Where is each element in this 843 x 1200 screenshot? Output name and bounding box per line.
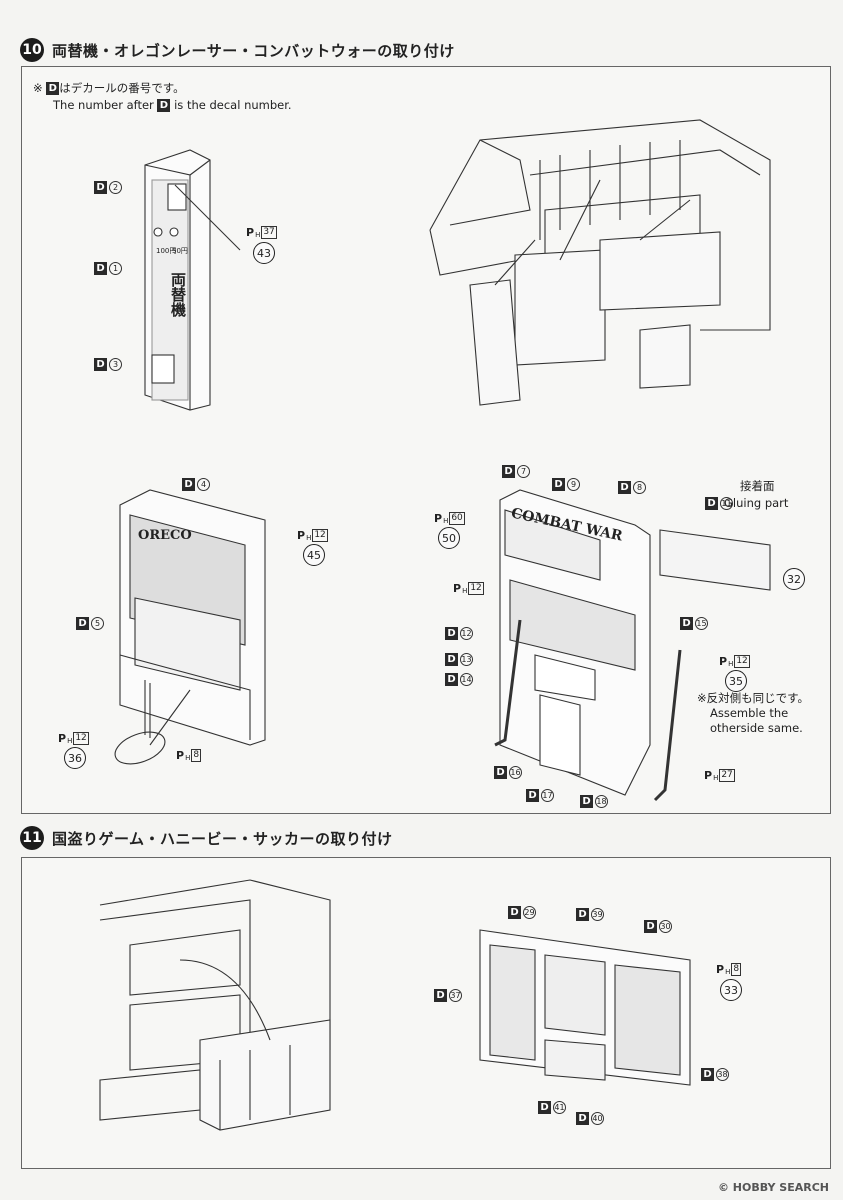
decal-letter-icon: D — [157, 99, 171, 112]
part-number-45: 45 — [303, 544, 325, 566]
racer-logo: ORECO — [138, 528, 192, 543]
step-title: 両替機・オレゴンレーサー・コンバットウォーの取り付け — [52, 41, 455, 60]
decal-letter-icon: D — [46, 82, 60, 95]
part-number-33: 33 — [720, 979, 742, 1001]
step-number: 11 — [20, 826, 44, 850]
note-en-before: The number after — [53, 98, 154, 112]
step-11-panel — [21, 857, 831, 1169]
step-10-header: 10 両替機・オレゴンレーサー・コンバットウォーの取り付け — [20, 38, 455, 62]
gluing-jp: 接着面 — [740, 479, 775, 493]
arcade-row-drawing — [479, 929, 691, 1086]
changer-machine-drawing — [144, 149, 241, 411]
racer-cabinet-drawing — [114, 489, 266, 765]
watermark: © HOBBY SEARCH — [717, 1181, 829, 1194]
note-prefix: ※ — [33, 81, 43, 95]
part-number-50: 50 — [438, 527, 460, 549]
gluing-en: Gluing part — [724, 496, 789, 510]
otherside-jp: ※反対側も同じです。 — [697, 691, 809, 705]
truck-drawing-1 — [429, 119, 771, 406]
changer-name: 両替機 — [169, 272, 187, 317]
step-title: 国盗りゲーム・ハニービー・サッカーの取り付け — [52, 829, 393, 848]
step-11-header: 11 国盗りゲーム・ハニービー・サッカーの取り付け — [20, 826, 393, 850]
changer-price-2: 50円 — [172, 247, 188, 255]
part-number-36: 36 — [64, 747, 86, 769]
otherside-en-2: otherside same. — [710, 721, 803, 735]
changer-price-1: 100円 — [156, 247, 177, 255]
step-number: 10 — [20, 38, 44, 62]
combat-cabinet-drawing — [494, 489, 771, 802]
part-number-32: 32 — [783, 568, 805, 590]
part-number-35: 35 — [725, 670, 747, 692]
part-number-43: 43 — [253, 242, 275, 264]
note-en-after: is the decal number. — [174, 98, 292, 112]
truck-drawing-2 — [99, 879, 331, 1131]
otherside-en-1: Assemble the — [710, 706, 789, 720]
note-jp: はデカールの番号です。 — [59, 81, 185, 95]
